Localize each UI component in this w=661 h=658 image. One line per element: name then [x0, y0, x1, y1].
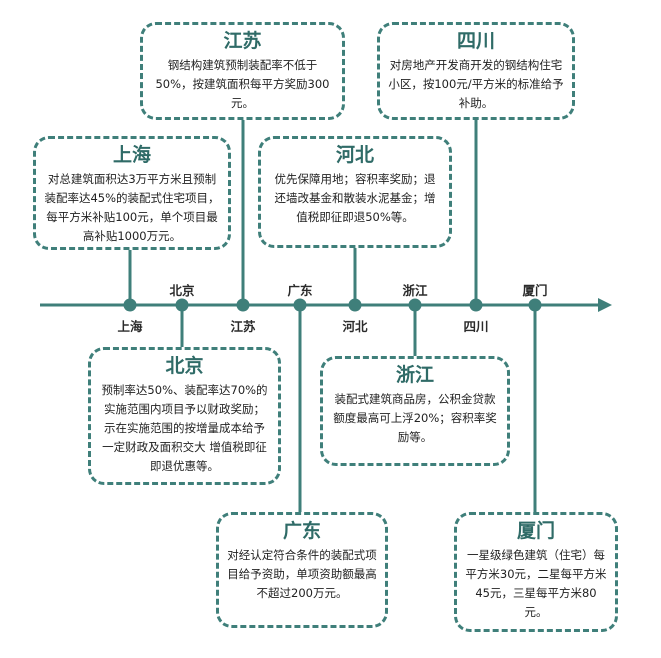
box-shanghai: 上海 对总建筑面积达3万平方米且预制装配率达45%的装配式住宅项目，每平方米补贴… — [33, 136, 231, 250]
axis-label-zhejiang: 浙江 — [402, 283, 428, 298]
box-text-zhejiang: 装配式建筑商品房，公积金贷款额度最高可上浮20%；容积率奖励等。 — [333, 392, 497, 444]
box-text-hebei: 优先保障用地；容积率奖励；退还墙改基金和散装水泥基金；增值税即征即退50%等。 — [274, 172, 436, 224]
axis-label-hebei: 河北 — [342, 319, 368, 334]
axis-label-beijing: 北京 — [169, 283, 195, 298]
box-text-guangdong: 对经认定符合条件的装配式项目给予资助，单项资助额最高不超过200万元。 — [227, 548, 377, 600]
box-text-xiamen: 一星级绿色建筑（住宅）每平方米30元，二星每平方米45元，三星每平方米80元。 — [465, 548, 607, 619]
box-text-jiangsu: 钢结构建筑预制装配率不低于50%，按建筑面积每平方奖励300元。 — [155, 58, 330, 110]
node-xiamen — [528, 298, 542, 312]
node-jiangsu — [236, 298, 250, 312]
node-sichuan — [469, 298, 483, 312]
node-beijing — [175, 298, 189, 312]
node-hebei — [348, 298, 362, 312]
box-sichuan: 四川 对房地产开发商开发的钢结构住宅小区，按100元/平方米的标准给予补助。 — [377, 22, 575, 120]
box-title-beijing: 北京 — [165, 355, 204, 377]
box-hebei: 河北 优先保障用地；容积率奖励；退还墙改基金和散装水泥基金；增值税即征即退50%… — [258, 136, 452, 248]
box-title-zhejiang: 浙江 — [395, 364, 434, 386]
box-text-sichuan: 对房地产开发商开发的钢结构住宅小区，按100元/平方米的标准给予补助。 — [388, 58, 564, 110]
axis-label-shanghai: 上海 — [117, 319, 143, 334]
box-title-hebei: 河北 — [335, 144, 374, 166]
axis-label-guangdong: 广东 — [287, 283, 313, 298]
box-title-guangdong: 广东 — [282, 520, 321, 542]
axis-label-xiamen: 厦门 — [522, 283, 548, 298]
box-xiamen: 厦门 一星级绿色建筑（住宅）每平方米30元，二星每平方米45元，三星每平方米80… — [454, 512, 618, 632]
axis-label-jiangsu: 江苏 — [230, 319, 256, 334]
box-text-beijing: 预制率达50%、装配率达70%的实施范围内项目予以财政奖励；示在实施范围的按增量… — [101, 383, 268, 473]
node-shanghai — [123, 298, 137, 312]
axis-label-sichuan: 四川 — [463, 319, 489, 334]
node-guangdong — [293, 298, 307, 312]
box-zhejiang: 浙江 装配式建筑商品房，公积金贷款额度最高可上浮20%；容积率奖励等。 — [320, 356, 510, 466]
box-title-sichuan: 四川 — [456, 30, 495, 52]
box-guangdong: 广东 对经认定符合条件的装配式项目给予资助，单项资助额最高不超过200万元。 — [216, 512, 388, 628]
node-zhejiang — [408, 298, 422, 312]
box-title-shanghai: 上海 — [112, 144, 151, 166]
box-text-shanghai: 对总建筑面积达3万平方米且预制装配率达45%的装配式住宅项目，每平方米补贴100… — [44, 172, 220, 243]
box-title-jiangsu: 江苏 — [223, 30, 262, 52]
axis-arrow-head — [598, 298, 612, 312]
box-jiangsu: 江苏 钢结构建筑预制装配率不低于50%，按建筑面积每平方奖励300元。 — [140, 22, 345, 120]
box-beijing: 北京 预制率达50%、装配率达70%的实施范围内项目予以财政奖励；示在实施范围的… — [88, 347, 281, 485]
box-title-xiamen: 厦门 — [516, 520, 555, 542]
